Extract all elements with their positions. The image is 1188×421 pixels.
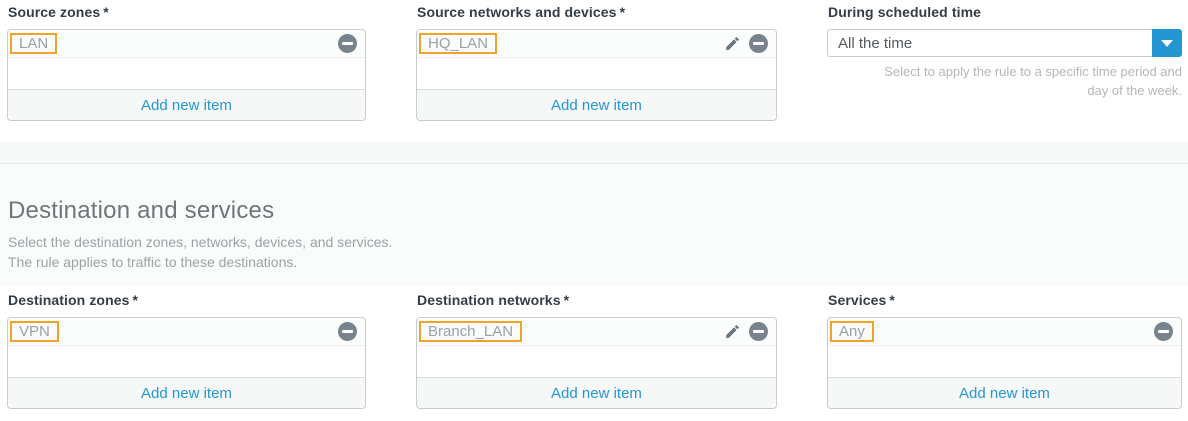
remove-item-button[interactable]	[1154, 322, 1173, 341]
section-description-line2: The rule applies to traffic to these des…	[8, 254, 298, 270]
section-divider	[0, 142, 1188, 164]
services-add-button[interactable]: Add new item	[828, 377, 1181, 408]
edit-item-button[interactable]	[724, 35, 741, 52]
required-marker: *	[619, 4, 626, 20]
panel-empty-area	[8, 58, 365, 89]
services-panel: Any Add new item	[827, 317, 1182, 409]
source-networks-label: Source networks and devices*	[416, 4, 777, 22]
source-networks-add-button[interactable]: Add new item	[417, 89, 776, 120]
source-zones-label: Source zones*	[7, 4, 366, 22]
remove-item-button[interactable]	[338, 322, 357, 341]
destination-networks-panel: Branch_LAN Add new item	[416, 317, 777, 409]
minus-circle-icon	[338, 34, 357, 53]
remove-item-button[interactable]	[749, 34, 768, 53]
services-label-text: Services	[828, 292, 887, 308]
schedule-dropdown-button[interactable]	[1152, 29, 1182, 57]
required-marker: *	[889, 292, 895, 308]
source-network-tag: HQ_LAN	[419, 33, 498, 54]
add-new-item-label: Add new item	[141, 384, 232, 402]
services-item-row: Any	[828, 318, 1181, 346]
add-new-item-label: Add new item	[141, 96, 232, 114]
schedule-select[interactable]: All the time	[827, 29, 1182, 57]
destination-networks-label: Destination networks*	[416, 292, 777, 310]
source-networks-panel: HQ_LAN Add new item	[416, 29, 777, 121]
remove-item-button[interactable]	[338, 34, 357, 53]
destination-zones-field: Destination zones* VPN Add new item	[7, 292, 366, 409]
schedule-field: During scheduled time All the time Selec…	[827, 4, 1182, 121]
add-new-item-label: Add new item	[551, 384, 642, 402]
schedule-label: During scheduled time	[827, 4, 1182, 22]
remove-item-button[interactable]	[749, 322, 768, 341]
destination-networks-add-button[interactable]: Add new item	[417, 377, 776, 408]
services-label: Services*	[827, 292, 1182, 310]
panel-empty-area	[828, 346, 1181, 377]
destination-settings-row: Destination zones* VPN Add new item Dest…	[0, 286, 1188, 409]
source-zones-add-button[interactable]: Add new item	[8, 89, 365, 120]
source-zones-panel: LAN Add new item	[7, 29, 366, 121]
destination-network-tag: Branch_LAN	[419, 321, 523, 342]
schedule-help-text: Select to apply the rule to a specific t…	[827, 62, 1182, 100]
source-settings-row: Source zones* LAN Add new item Source ne…	[0, 0, 1188, 121]
destination-zones-label-text: Destination zones	[8, 292, 130, 308]
required-marker: *	[132, 292, 139, 308]
minus-circle-icon	[749, 322, 768, 341]
minus-circle-icon	[749, 34, 768, 53]
schedule-help-line1: Select to apply the rule to a specific t…	[884, 64, 1182, 79]
panel-empty-area	[417, 346, 776, 377]
schedule-help-line2: day of the week.	[1087, 83, 1182, 98]
source-networks-field: Source networks and devices* HQ_LAN Add …	[416, 4, 777, 121]
destination-section-header: Destination and services Select the dest…	[0, 164, 1188, 286]
panel-empty-area	[417, 58, 776, 89]
service-tag: Any	[830, 321, 874, 342]
add-new-item-label: Add new item	[551, 96, 642, 114]
schedule-label-text: During scheduled time	[828, 4, 982, 20]
destination-networks-field: Destination networks* Branch_LAN Add new…	[416, 292, 777, 409]
source-networks-item-row: HQ_LAN	[417, 30, 776, 58]
source-networks-label-text: Source networks and devices	[417, 4, 617, 20]
source-zone-tag: LAN	[10, 33, 58, 54]
pencil-icon	[726, 325, 739, 338]
destination-zones-label: Destination zones*	[7, 292, 366, 310]
panel-empty-area	[8, 346, 365, 377]
services-field: Services* Any Add new item	[827, 292, 1182, 409]
destination-zones-add-button[interactable]: Add new item	[8, 377, 365, 408]
required-marker: *	[563, 292, 570, 308]
section-description-line1: Select the destination zones, networks, …	[8, 234, 393, 250]
chevron-down-icon	[1161, 39, 1173, 47]
destination-networks-label-text: Destination networks	[417, 292, 561, 308]
source-zones-item-row: LAN	[8, 30, 365, 58]
pencil-icon	[726, 37, 739, 50]
destination-zones-panel: VPN Add new item	[7, 317, 366, 409]
minus-circle-icon	[338, 322, 357, 341]
destination-zones-item-row: VPN	[8, 318, 365, 346]
edit-item-button[interactable]	[724, 323, 741, 340]
minus-circle-icon	[1154, 322, 1173, 341]
add-new-item-label: Add new item	[959, 384, 1050, 402]
source-zones-field: Source zones* LAN Add new item	[7, 4, 366, 121]
destination-networks-item-row: Branch_LAN	[417, 318, 776, 346]
schedule-selected-value: All the time	[838, 34, 913, 52]
destination-zone-tag: VPN	[10, 321, 59, 342]
source-zones-label-text: Source zones	[8, 4, 101, 20]
section-title: Destination and services	[8, 197, 275, 224]
required-marker: *	[103, 4, 109, 20]
